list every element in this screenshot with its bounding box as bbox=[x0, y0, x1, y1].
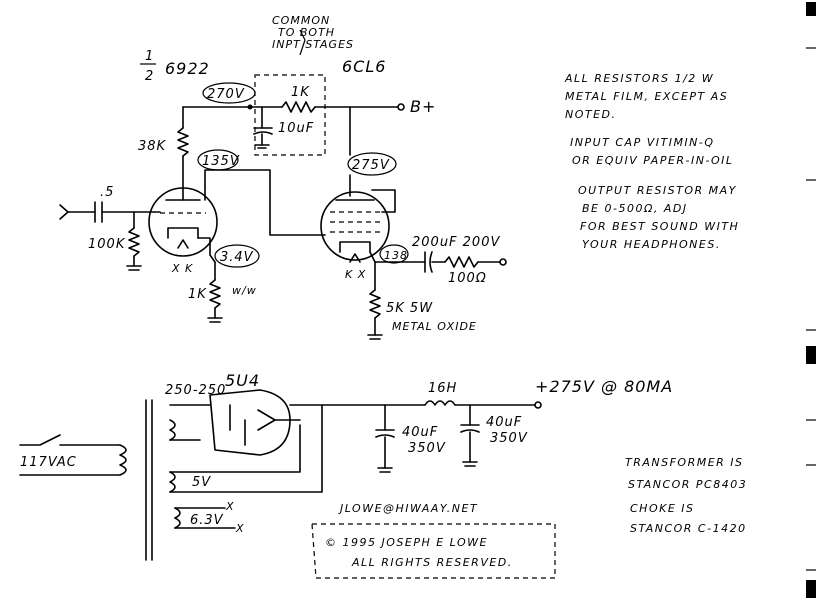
note-out-1: OUTPUT RESISTOR MAY bbox=[578, 184, 737, 197]
note-choke-1: CHOKE IS bbox=[630, 502, 695, 515]
r100ohm-label: 100Ω bbox=[448, 271, 487, 286]
v275-label: 275V bbox=[352, 158, 390, 173]
r1k-cath-label: 1K bbox=[188, 287, 207, 302]
coupling-wire bbox=[204, 169, 326, 236]
tube2-output: 138 200uF 200V 100Ω 5K 5W METAL OXIDE bbox=[367, 235, 507, 340]
fil5v-label: 5V bbox=[192, 475, 211, 490]
xk1-label: X K bbox=[171, 262, 193, 275]
r5k-label: 5K 5W bbox=[386, 301, 433, 316]
fil63-label: 6.3V bbox=[190, 513, 224, 528]
common-label-2: TO BOTH bbox=[278, 26, 335, 39]
note-res-3: NOTED. bbox=[565, 108, 617, 121]
x-mark-2: X bbox=[235, 522, 245, 535]
choke-label: 16H bbox=[428, 381, 457, 396]
note-trans-2: STANCOR PC8403 bbox=[628, 478, 747, 491]
common-label-1: COMMON bbox=[272, 14, 330, 27]
credit-email: JLOWE@HIWAAY.NET bbox=[338, 502, 478, 515]
v138-label: 138 bbox=[384, 249, 408, 262]
credit-copyright: © 1995 JOSEPH E LOWE bbox=[325, 536, 488, 549]
bplus-out-label: +275V @ 80MA bbox=[535, 377, 673, 396]
edge-marks bbox=[806, 2, 816, 598]
tube2-label: 6CL6 bbox=[342, 57, 386, 76]
tube1-label: 6922 bbox=[165, 59, 210, 78]
credit-rights: ALL RIGHTS RESERVED. bbox=[351, 556, 513, 569]
note-cap-1: INPUT CAP VITIMIN-Q bbox=[570, 136, 715, 149]
c40a-1: 40uF bbox=[402, 425, 438, 440]
power-supply: 117VAC 250-250 5V 6.3V X X 5U4 16H +27 bbox=[19, 371, 673, 561]
rect-label: 5U4 bbox=[225, 371, 260, 390]
xk2-label: K X bbox=[345, 268, 366, 281]
cin-label: .5 bbox=[100, 185, 114, 200]
common-label-3: INPT STAGES bbox=[272, 38, 354, 51]
hv-label: 250-250 bbox=[165, 383, 226, 398]
c40a-2: 350V bbox=[408, 441, 446, 456]
v34-label: 3.4V bbox=[220, 250, 254, 265]
common-box: COMMON TO BOTH INPT STAGES bbox=[254, 14, 354, 156]
note-out-4: YOUR HEADPHONES. bbox=[582, 238, 721, 251]
tube1: X K bbox=[148, 187, 218, 275]
c40b-2: 350V bbox=[490, 431, 528, 446]
cap-10uf: 10uF bbox=[253, 106, 314, 149]
r1k-top-label: 1K bbox=[291, 85, 310, 100]
note-out-3: FOR BEST SOUND WITH bbox=[580, 220, 739, 233]
metal-oxide-label: METAL OXIDE bbox=[392, 320, 477, 333]
fraction-den: 2 bbox=[145, 69, 154, 84]
fraction-num: 1 bbox=[145, 49, 154, 64]
r38k: 38K 135V bbox=[138, 106, 240, 201]
note-out-2: BE 0-500Ω, ADJ bbox=[582, 202, 688, 215]
tube2: 275V K X bbox=[320, 106, 397, 281]
note-trans-1: TRANSFORMER IS bbox=[625, 456, 744, 469]
tube1-cathode: 3.4V 1K w/w bbox=[188, 237, 260, 323]
note-res-2: METAL FILM, EXCEPT AS bbox=[565, 90, 728, 103]
credit: JLOWE@HIWAAY.NET © 1995 JOSEPH E LOWE AL… bbox=[311, 502, 556, 579]
c40b-1: 40uF bbox=[486, 415, 522, 430]
bplus-label: B+ bbox=[410, 97, 436, 116]
mains-label: 117VAC bbox=[20, 455, 77, 470]
r100k-label: 100K bbox=[88, 237, 126, 252]
x-mark-1: X bbox=[225, 500, 235, 513]
v270-label: 270V bbox=[207, 87, 245, 102]
notes: ALL RESISTORS 1/2 W METAL FILM, EXCEPT A… bbox=[564, 72, 747, 535]
note-choke-2: STANCOR C-1420 bbox=[630, 522, 747, 535]
note-res-1: ALL RESISTORS 1/2 W bbox=[564, 72, 714, 85]
r38k-label: 38K bbox=[138, 139, 167, 154]
ww-label: w/w bbox=[232, 284, 257, 297]
note-cap-2: OR EQUIV PAPER-IN-OIL bbox=[572, 154, 734, 167]
bplus-rail: 1K B+ 270V bbox=[182, 82, 436, 116]
v135-label: 135V bbox=[202, 154, 240, 169]
c200-label: 200uF 200V bbox=[412, 235, 500, 250]
input-section: .5 100K bbox=[59, 185, 161, 271]
c10uf-label: 10uF bbox=[278, 121, 314, 136]
